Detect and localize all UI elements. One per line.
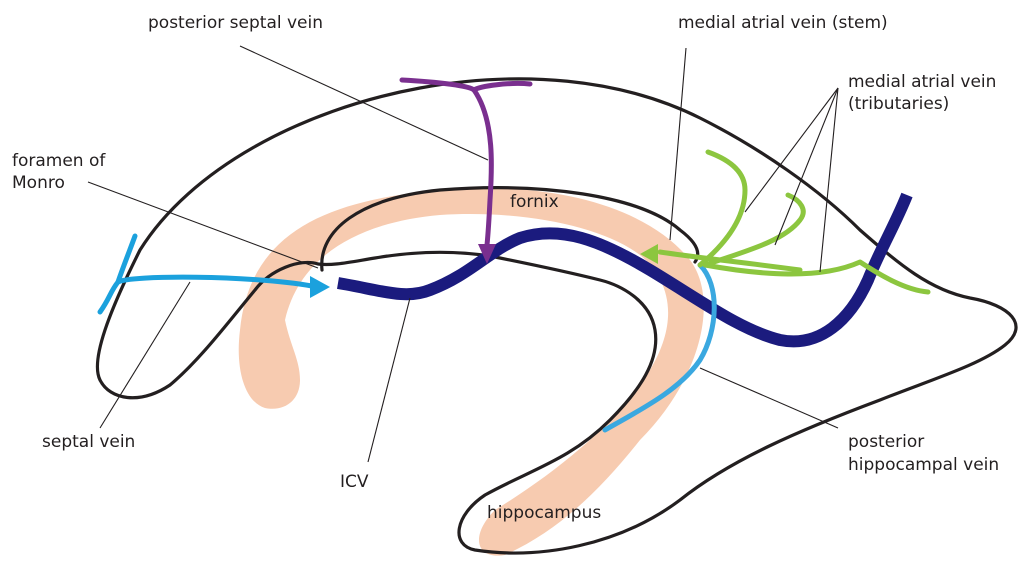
medial-atrial-vein-tributary-3 — [705, 262, 928, 292]
leader-posterior-hippocampal-vein — [700, 368, 838, 428]
label-posterior-septal-vein: posterior septal vein — [148, 13, 323, 33]
medial-atrial-vein-tributary-2 — [705, 195, 803, 265]
posterior-septal-vein-stem — [474, 90, 491, 245]
medial-atrial-vein-tributary-1 — [700, 152, 745, 265]
septal-vein-arrowhead — [310, 276, 330, 298]
label-posterior-hippocampal-vein-line2: hippocampal vein — [848, 455, 999, 475]
leader-icv — [368, 298, 410, 462]
label-hippocampus: hippocampus — [487, 503, 601, 523]
leader-medial-atrial-stem — [670, 48, 686, 240]
label-icv: ICV — [340, 472, 369, 492]
label-medial-atrial-vein-tributaries-line2: (tributaries) — [848, 94, 949, 114]
label-foramen-of-monro-line2: Monro — [12, 173, 65, 193]
leader-posterior-septal-vein — [240, 46, 488, 160]
label-fornix: fornix — [510, 192, 559, 212]
label-foramen-of-monro-line1: foramen of — [12, 151, 106, 171]
label-posterior-hippocampal-vein-line1: posterior — [848, 432, 924, 452]
label-septal-vein: septal vein — [42, 432, 135, 452]
label-medial-atrial-vein-tributaries-line1: medial atrial vein — [848, 72, 996, 92]
leader-foramen-of-monro — [88, 182, 318, 268]
label-medial-atrial-vein-stem: medial atrial vein (stem) — [678, 13, 888, 33]
leader-medial-atrial-trib-3 — [820, 88, 838, 272]
fornix-hippocampus-band — [239, 188, 704, 556]
